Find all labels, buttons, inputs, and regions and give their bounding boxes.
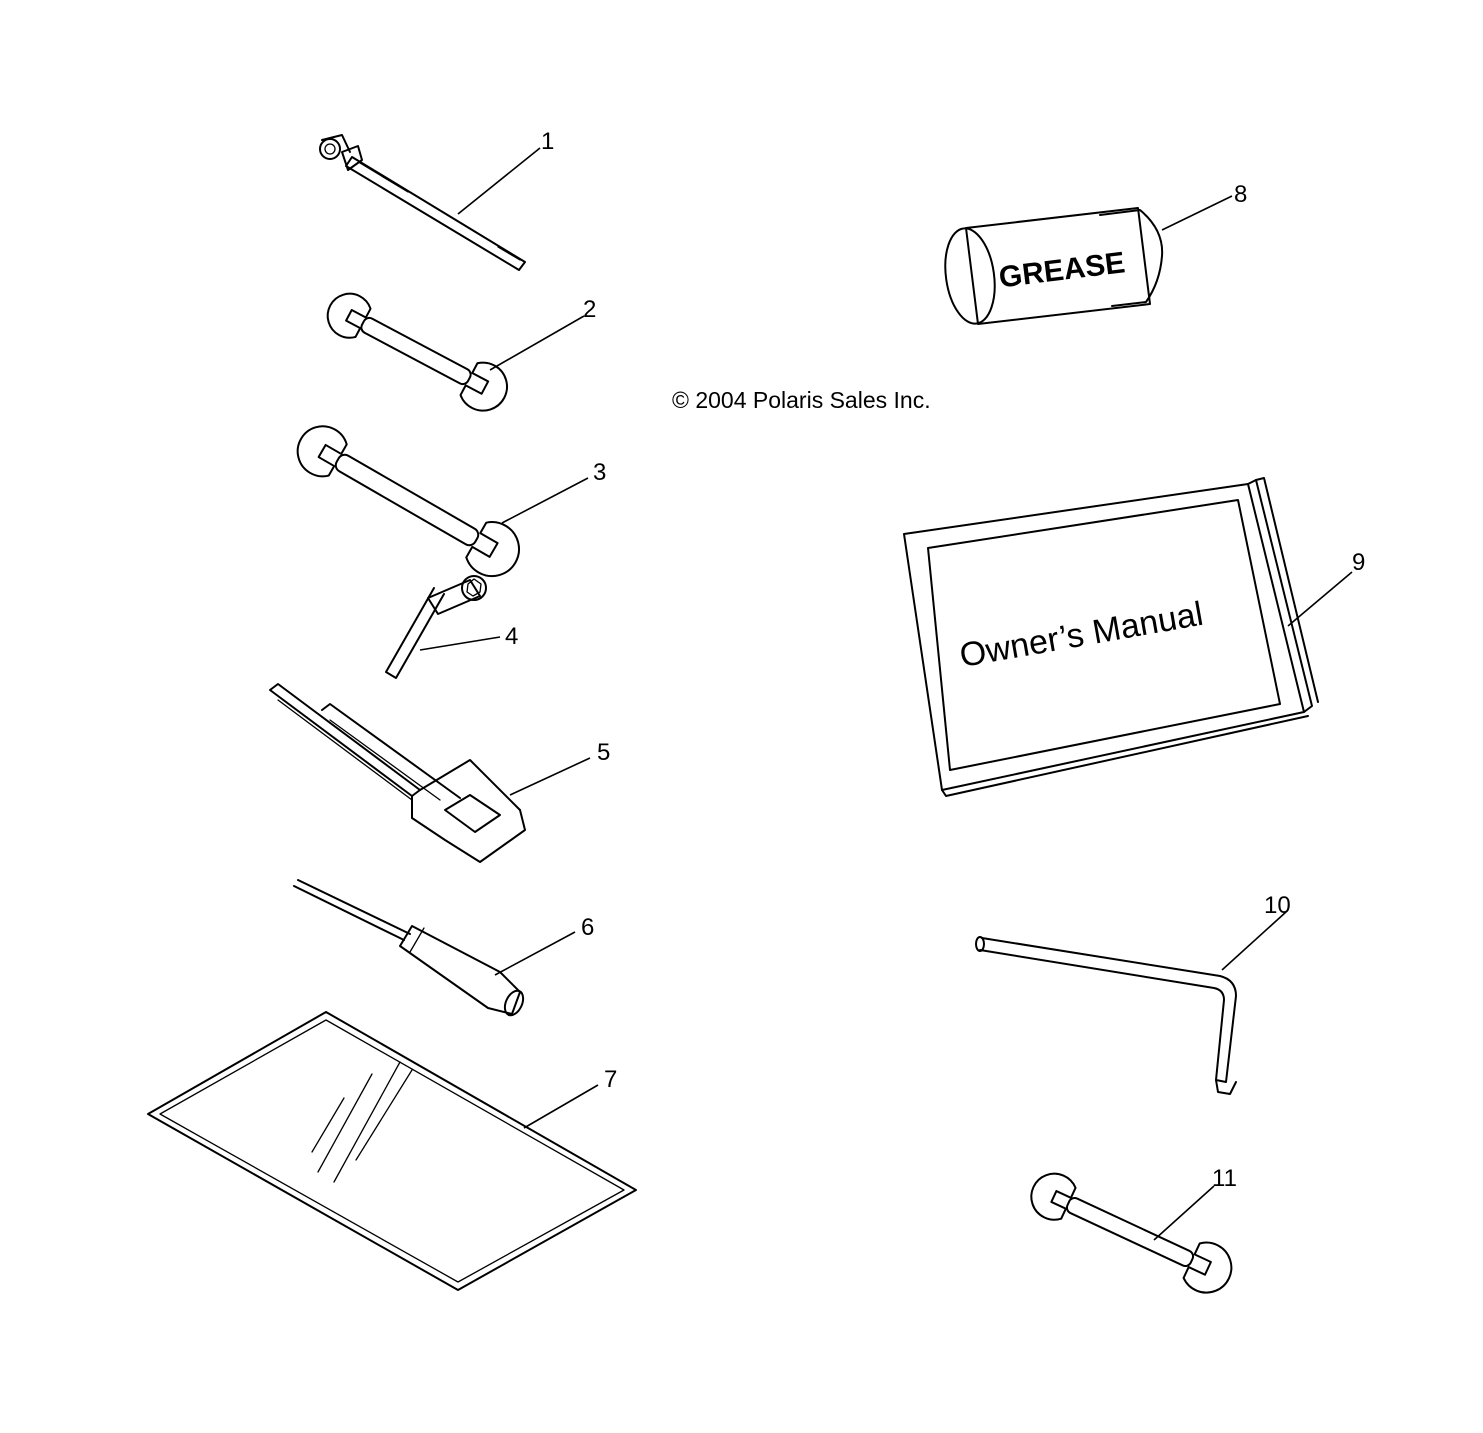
callout-11: 11 <box>1212 1165 1237 1192</box>
grease-tube-icon: GREASE <box>944 207 1164 325</box>
tire-pressure-gauge-icon <box>319 134 526 271</box>
callout-10: 10 <box>1264 892 1291 919</box>
screwdriver-icon <box>293 879 525 1017</box>
callout-9: 9 <box>1352 549 1365 576</box>
hex-key-icon <box>975 936 1237 1095</box>
open-end-wrench-icon <box>326 292 508 412</box>
callout-5: 5 <box>597 739 610 766</box>
socket-t-wrench-icon <box>385 575 487 679</box>
callout-7: 7 <box>604 1066 617 1093</box>
grease-label: GREASE <box>997 246 1127 294</box>
callout-2: 2 <box>583 296 596 323</box>
owners-manual-icon: Owner’s Manual <box>903 477 1319 797</box>
open-end-wrench-icon <box>296 425 520 578</box>
callout-6: 6 <box>581 914 594 941</box>
manual-title: Owner’s Manual <box>957 595 1206 675</box>
spark-plug-wrench-icon <box>269 683 526 863</box>
callout-3: 3 <box>593 459 606 486</box>
callout-1: 1 <box>541 128 554 155</box>
open-end-wrench-icon <box>1030 1172 1233 1294</box>
copyright-notice: © 2004 Polaris Sales Inc. <box>672 387 931 413</box>
callout-8: 8 <box>1234 181 1247 208</box>
callout-4: 4 <box>505 623 518 650</box>
tool-bag-icon <box>147 1011 637 1291</box>
